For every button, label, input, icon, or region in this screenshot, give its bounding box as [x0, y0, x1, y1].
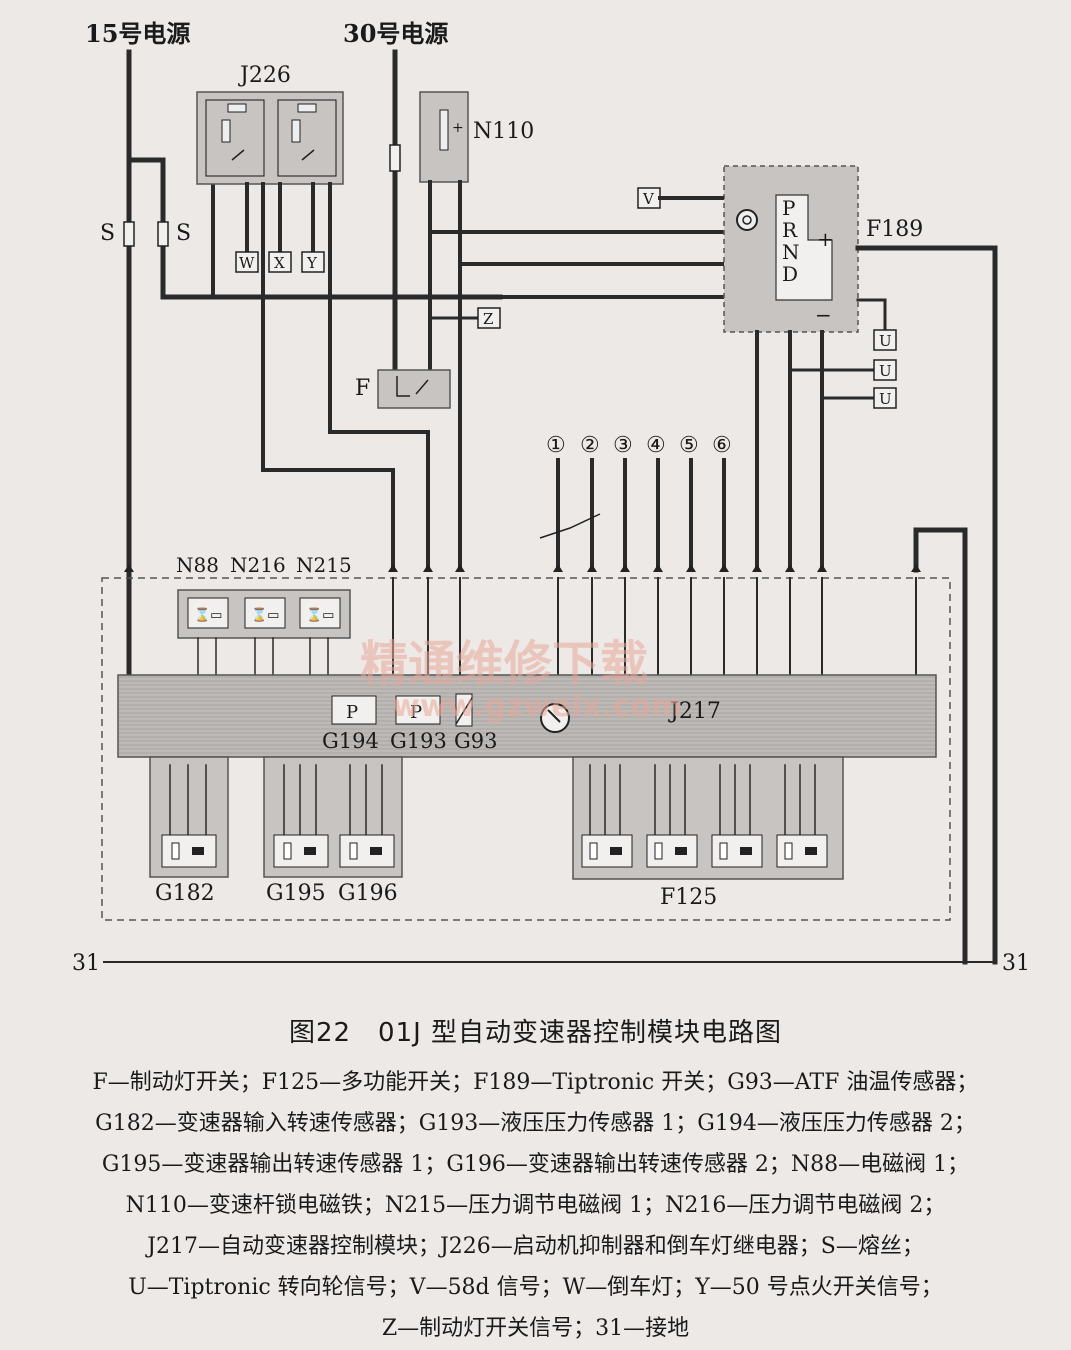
terminal-4: ④ — [646, 433, 666, 458]
gear-n: N — [782, 240, 800, 264]
svg-text:⌛▭: ⌛▭ — [194, 607, 222, 623]
legend-line-2: G182—变速器输入转速传感器；G193—液压压力传感器 1；G194—液压压力… — [95, 1111, 976, 1136]
g182-label: G182 — [155, 881, 215, 906]
n88-label: N88 — [176, 553, 219, 577]
tag-w-label: W — [239, 254, 255, 272]
f-label: F — [355, 376, 370, 401]
legend-line-5: J217—自动变速器控制模块；J226—启动机抑制器和倒车灯继电器；S—熔丝； — [147, 1234, 924, 1259]
tag-u-1: U — [873, 329, 897, 351]
g195-label: G195 — [266, 881, 326, 906]
tiptronic-minus: − — [815, 303, 832, 327]
watermark-url: www.gzweix.com — [392, 689, 682, 724]
j226-label: J226 — [238, 63, 291, 88]
tag-y-label: Y — [306, 254, 318, 272]
n216-label: N216 — [230, 553, 286, 577]
terminal-3: ③ — [613, 433, 633, 458]
wire-n110 — [428, 180, 724, 572]
solenoid-block: N88 N216 N215 ⌛▭ ⌛▭ ⌛▭ — [176, 553, 352, 676]
fuse-right-label: S — [176, 221, 191, 246]
tiptronic-switch-f189: P R N D + − F189 — [723, 165, 923, 333]
tag-z: Z — [477, 307, 501, 329]
tag-u-2-label: U — [879, 362, 892, 380]
g196-label: G196 — [338, 881, 398, 906]
gear-r: R — [782, 218, 798, 242]
f125-label: F125 — [660, 885, 717, 910]
g194-glyph: P — [346, 702, 358, 723]
g93-label: G93 — [454, 729, 498, 753]
ground-right-label: 31 — [1002, 951, 1030, 976]
svg-text:⌛▭: ⌛▭ — [251, 607, 279, 623]
n215-label: N215 — [296, 553, 352, 577]
ground-left-label: 31 — [72, 951, 100, 976]
gear-d: D — [782, 262, 798, 286]
wire-f189 — [755, 245, 998, 965]
multifunction-switch-f125: F125 — [572, 756, 844, 910]
ground-line: 31 31 — [72, 951, 1030, 976]
gear-p: P — [782, 196, 795, 220]
sensor-g182: G182 — [149, 756, 229, 906]
g193-label: G193 — [390, 729, 447, 753]
relay-j226: J226 — [196, 63, 344, 185]
j217-label: J217 — [668, 699, 721, 724]
f189-label: F189 — [866, 217, 923, 242]
tag-z-label: Z — [483, 310, 493, 328]
legend-line-4: N110—变速杆锁电磁铁；N215—压力调节电磁阀 1；N216—压力调节电磁阀… — [125, 1193, 946, 1218]
circuit-diagram: 15号电源 30号电源 S S J226 W — [72, 19, 1030, 976]
module-enclosure — [101, 577, 951, 921]
power-30-label: 30号电源 — [343, 19, 448, 48]
sensor-g195-g196: G195 G196 — [263, 756, 403, 906]
brake-switch-f: F — [355, 369, 451, 409]
tag-v: V — [637, 187, 724, 209]
tag-x: X — [268, 251, 292, 273]
entry-arrows — [124, 564, 921, 572]
terminal-1: ① — [546, 433, 566, 458]
svg-text:+: + — [452, 120, 464, 136]
figure-caption: 图22 01J 型自动变速器控制模块电路图 — [288, 1018, 783, 1048]
g194-label: G194 — [322, 729, 379, 753]
fuse-right: S — [157, 221, 191, 247]
legend-line-6: U—Tiptronic 转向轮信号；V—58d 信号；W—倒车灯；Y—50 号点… — [128, 1275, 943, 1300]
solenoid-n110: + N110 — [419, 91, 534, 183]
numbered-terminals: ① ② ③ ④ ⑤ ⑥ — [539, 433, 732, 572]
tag-y: Y — [301, 251, 325, 273]
tag-w: W — [235, 251, 259, 273]
terminal-6: ⑥ — [712, 433, 732, 458]
svg-text:⌛▭: ⌛▭ — [306, 607, 334, 623]
wire-inner — [392, 577, 917, 676]
wire-30 — [389, 49, 401, 378]
tag-u-3-label: U — [879, 390, 892, 408]
legend-line-7: Z—制动灯开关信号；31—接地 — [381, 1316, 690, 1341]
tag-x-label: X — [274, 254, 285, 272]
tag-u-1-label: U — [879, 332, 892, 350]
tiptronic-plus: + — [817, 227, 834, 251]
wire-j226 — [245, 182, 430, 572]
control-module-j217: P P G194 G193 G93 J217 — [117, 674, 937, 758]
terminal-5: ⑤ — [679, 433, 699, 458]
wire-ground-right — [913, 527, 968, 965]
fuse-left: S — [100, 221, 135, 247]
watermark-cn: 精通维修下载 — [360, 636, 648, 692]
tag-u-2: U — [873, 359, 897, 381]
legend-line-1: F—制动灯开关；F125—多功能开关；F189—Tiptronic 开关；G93… — [92, 1070, 979, 1095]
figure-legend: F—制动灯开关；F125—多功能开关；F189—Tiptronic 开关；G93… — [10, 1062, 1061, 1349]
watermark: 精通维修下载 www.gzweix.com — [360, 636, 682, 724]
legend-line-3: G195—变速器输出转速传感器 1；G196—变速器输出转速传感器 2；N88—… — [101, 1152, 970, 1177]
tag-u-3: U — [873, 387, 897, 409]
terminal-2: ② — [580, 433, 600, 458]
fuse-left-label: S — [100, 221, 115, 246]
tag-v-label: V — [642, 190, 655, 208]
g193-glyph: P — [410, 702, 422, 723]
n110-label: N110 — [473, 119, 534, 144]
power-15-label: 15号电源 — [85, 19, 190, 48]
